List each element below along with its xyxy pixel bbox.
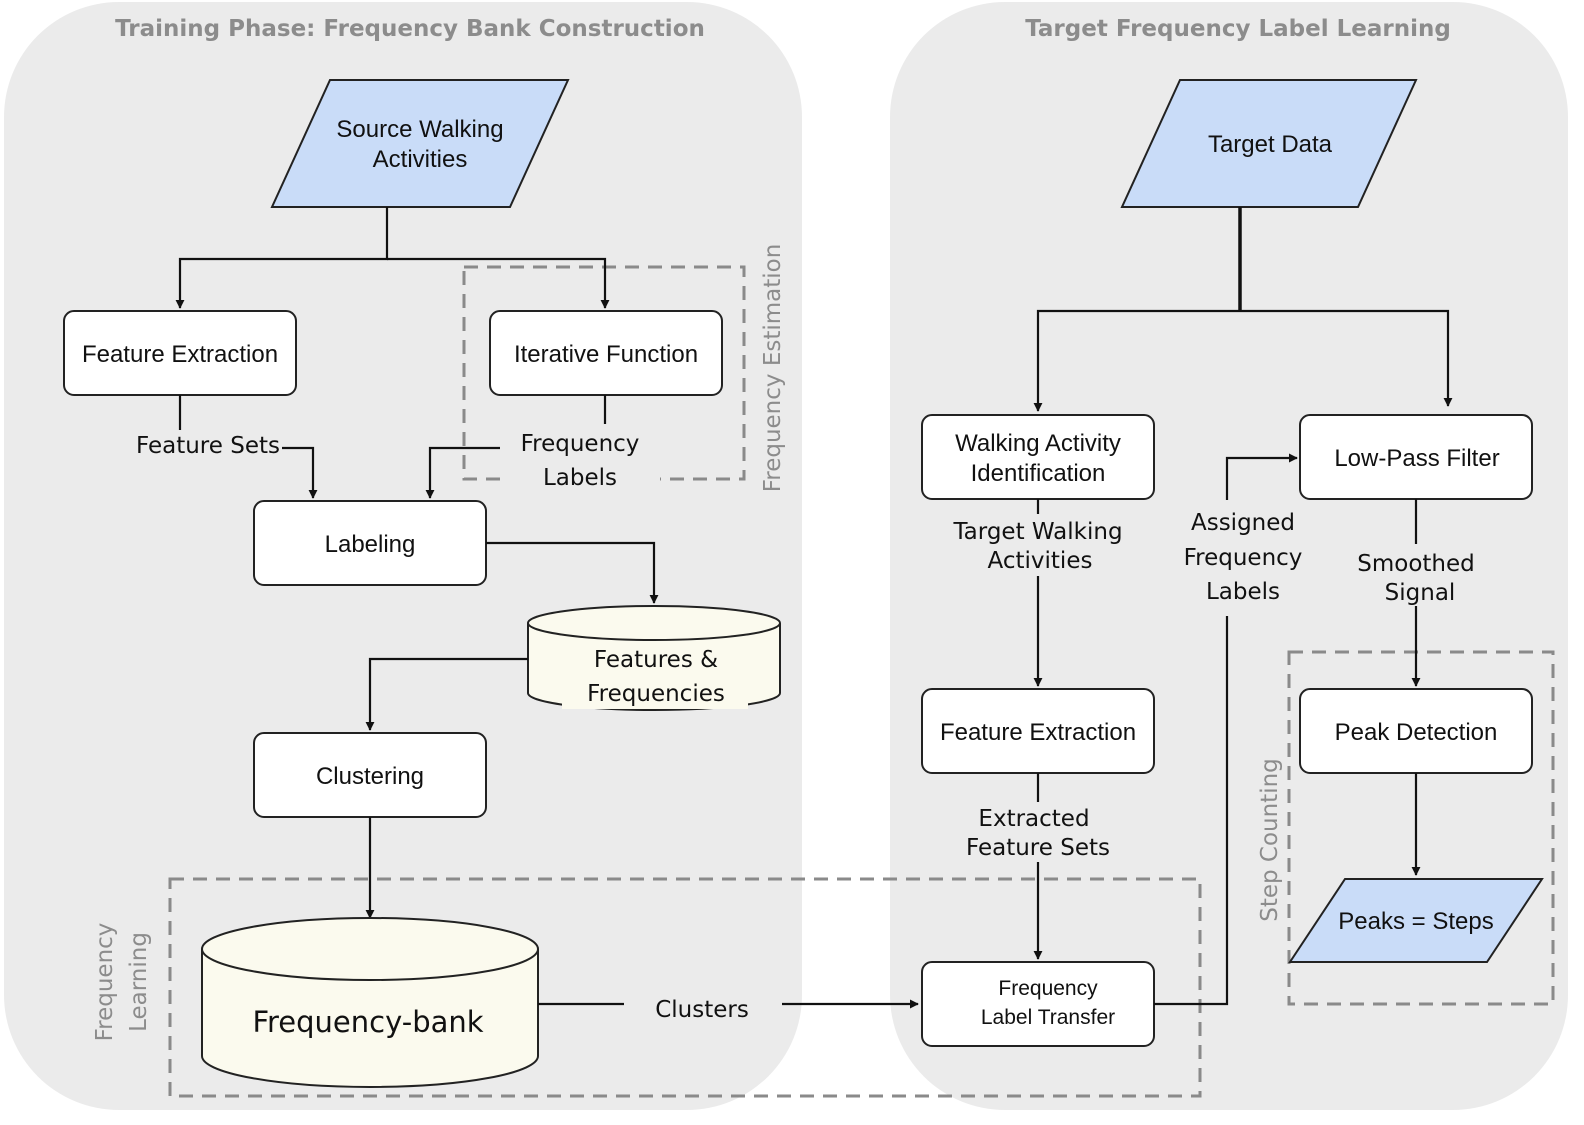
target-walking-activities-label: Activities: [988, 548, 1093, 574]
clusters-label-bg: [624, 984, 782, 1038]
frequency-label-transfer-label: Frequency: [998, 977, 1098, 1000]
feature-sets-label: Feature Sets: [136, 433, 280, 459]
target-data-label: Target Data: [1208, 131, 1333, 158]
smoothed-signal-label: Signal: [1385, 580, 1456, 606]
clusters-label: Clusters: [655, 997, 749, 1023]
assigned-frequency-labels-label: Assigned: [1191, 510, 1295, 536]
extracted-feature-sets-label-bg: [964, 802, 1110, 862]
frequency-labels-label: Frequency: [521, 431, 640, 457]
step-counting-group: [1287, 650, 1555, 1006]
assigned-frequency-labels-label: Labels: [1206, 579, 1280, 605]
feature-extraction-train-label: Feature Extraction: [82, 341, 278, 368]
assigned-frequency-labels-label: Frequency: [1184, 545, 1303, 571]
training-phase-title: Training Phase: Frequency Bank Construct…: [115, 16, 705, 42]
peaks-steps-label: Peaks = Steps: [1338, 908, 1493, 935]
frequency-label-transfer-node: [921, 961, 1155, 1047]
frequency-label-transfer-label: Label Transfer: [981, 1006, 1115, 1029]
smoothed-signal-label: Smoothed: [1357, 551, 1475, 577]
walking-activity-identification-label: Walking Activity: [955, 430, 1121, 457]
frequency-bank-store: [201, 917, 539, 1088]
low-pass-filter-label: Low-Pass Filter: [1334, 445, 1499, 472]
frequency-bank-label: Frequency-bank: [252, 1005, 483, 1039]
labeling-to-store-edge: [486, 541, 659, 604]
frequency-labels-label-bg: [500, 424, 660, 496]
labeling-label: Labeling: [325, 531, 416, 558]
features-frequencies-label-bg: [562, 643, 748, 709]
source-walking-activities-label: Source Walking: [336, 116, 503, 143]
clustering-label: Clustering: [316, 763, 424, 790]
target-to-walking-identification-edge: [1033, 309, 1240, 412]
source-to-feature-extraction-edge: [175, 207, 389, 309]
frequency-learning-label: Learning: [126, 932, 152, 1032]
frequency-estimation-label: Frequency Estimation: [760, 244, 786, 493]
source-walking-activities-node: [270, 79, 570, 208]
target-walking-activities-label-bg: [954, 514, 1122, 576]
feature-extraction-target-label: Feature Extraction: [940, 719, 1136, 746]
frequency-learning-group: [168, 877, 1202, 1098]
peaks-steps-node: [1288, 878, 1544, 963]
target-walking-activities-label: Target Walking: [952, 519, 1122, 545]
assigned-frequency-labels-label-bg: [1168, 500, 1318, 616]
peak-detection-label: Peak Detection: [1335, 719, 1498, 746]
assigned-frequency-labels-edge: [1154, 453, 1298, 1006]
iterative-function-label: Iterative Function: [514, 341, 698, 368]
target-to-low-pass-edge: [1240, 309, 1453, 407]
frequency-learning-label: Frequency: [92, 923, 118, 1042]
frequency-labels-label: Labels: [543, 465, 617, 491]
walking-activity-identification-label: Identification: [971, 460, 1106, 487]
store-to-clustering-edge: [365, 657, 528, 731]
target-data-node: [1120, 79, 1418, 208]
features-frequencies-label: Features &: [594, 647, 718, 673]
extracted-feature-sets-label: Feature Sets: [966, 835, 1110, 861]
target-phase-title: Target Frequency Label Learning: [1025, 16, 1451, 42]
feature-sets-label-bg: [134, 430, 282, 462]
extracted-feature-sets-label: Extracted: [978, 806, 1089, 832]
source-to-iterative-function-edge: [387, 257, 610, 309]
smoothed-signal-label-bg: [1356, 544, 1474, 606]
features-frequencies-label: Frequencies: [587, 681, 725, 707]
step-counting-label: Step Counting: [1257, 758, 1283, 922]
source-walking-activities-label: Activities: [373, 146, 468, 173]
